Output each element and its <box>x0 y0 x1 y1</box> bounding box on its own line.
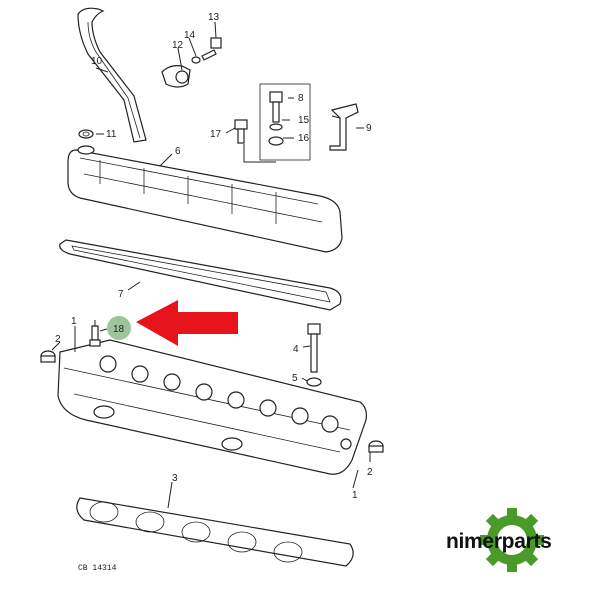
grommet <box>78 129 94 139</box>
breather-hose <box>77 7 147 143</box>
gear-icon <box>480 508 544 572</box>
head-gasket <box>76 497 354 567</box>
callout-12: 12 <box>172 40 184 51</box>
core-plug-left <box>40 350 56 363</box>
callout-9: 9 <box>366 123 372 134</box>
valve-cover <box>67 145 343 253</box>
highlight-circle <box>107 316 131 340</box>
callout-11: 11 <box>106 129 117 140</box>
cover-gasket <box>59 239 342 311</box>
callout-4: 4 <box>293 344 299 355</box>
pointer-arrow <box>136 300 238 346</box>
callout-13: 13 <box>208 12 220 23</box>
clamp-washer <box>191 56 201 64</box>
callout-7: 7 <box>118 289 124 300</box>
callout-10: 10 <box>91 56 103 67</box>
highlighted-part-18: 18 <box>99 316 131 340</box>
callout-15: 15 <box>298 115 310 126</box>
head-bolt <box>307 323 321 373</box>
callout-8: 8 <box>298 93 304 104</box>
callout-17: 17 <box>210 129 222 140</box>
hose-clamp <box>161 65 191 88</box>
callout-5: 5 <box>292 373 298 384</box>
callout-1-top: 1 <box>71 316 77 327</box>
clamp-bolt <box>201 37 222 61</box>
valve-rockers <box>99 355 339 433</box>
callout-3: 3 <box>172 473 178 484</box>
callout-1-bottom: 1 <box>352 490 358 501</box>
figure-caption: CB 14314 <box>78 564 117 573</box>
callout-16: 16 <box>298 133 310 144</box>
bracket <box>329 103 359 151</box>
brand-logo-text: nimerparts <box>446 530 552 553</box>
callout-6: 6 <box>175 146 181 157</box>
cover-bolt-kit <box>259 83 311 161</box>
temperature-sensor <box>89 320 101 347</box>
cylinder-head <box>57 339 367 475</box>
callout-18: 18 <box>113 324 125 335</box>
callout-2-left: 2 <box>55 334 61 345</box>
leader-lines <box>51 21 371 509</box>
callout-14: 14 <box>184 30 196 41</box>
core-plug-right <box>368 440 384 453</box>
cap-screw <box>234 119 276 163</box>
callout-labels: 10 11 12 14 13 8 15 16 17 9 6 7 4 5 1 2 … <box>55 12 373 501</box>
callout-2-right: 2 <box>367 467 373 478</box>
head-bolt-washer <box>306 377 322 387</box>
